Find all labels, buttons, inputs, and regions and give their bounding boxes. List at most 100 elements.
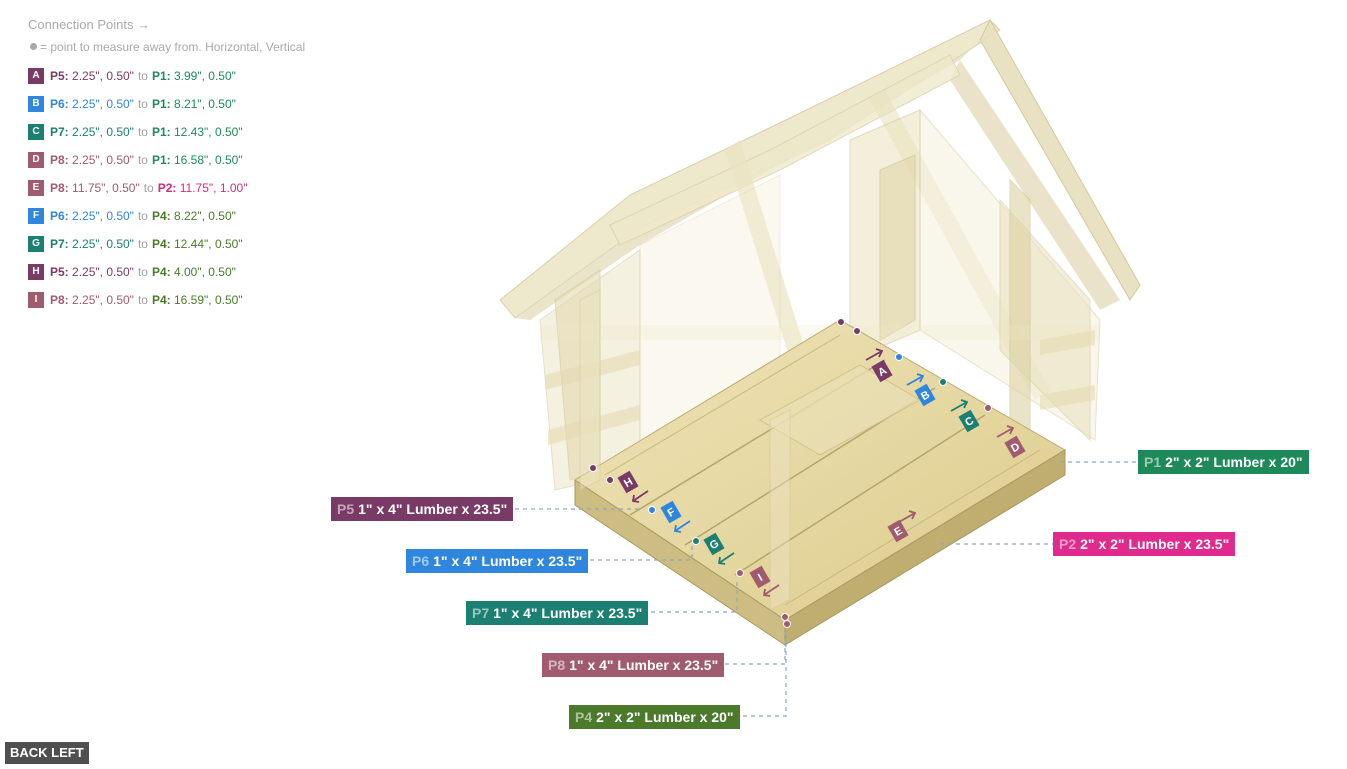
to-word: to [137,209,148,223]
from-part: P8: [50,293,69,307]
to-part: P2: [157,181,177,195]
connection-letter-badge: B [28,96,44,112]
connection-points-note: = point to measure away from. Horizontal… [30,40,305,54]
part-id: P2 [1059,536,1077,552]
connection-letter-badge: E [28,180,44,196]
to-part: P4: [151,209,171,223]
point-dot-icon [30,43,37,50]
part-id: P7 [472,605,490,621]
to-word: to [137,153,148,167]
tag-e: E [887,519,909,543]
to-word: to [137,69,148,83]
to-part: P1: [151,153,171,167]
part-id: P4 [575,709,593,725]
to-part: P1: [151,125,171,139]
tag-i: I [749,565,771,589]
connection-points-title: Connection Points → [28,17,151,32]
to-part: P4: [151,293,171,307]
connection-letter-badge: D [28,152,44,168]
measure-arrows [631,348,1015,597]
part-desc: 1" x 4" Lumber x 23.5" [569,657,719,673]
to-part: P4: [151,265,171,279]
to-value: 4.00", 0.50" [173,265,236,279]
from-value: 11.75", 0.50" [72,181,140,195]
from-part: P7: [50,237,69,251]
from-value: 2.25", 0.50" [72,97,134,111]
part-desc: 2" x 2" Lumber x 23.5" [1080,536,1230,552]
from-part: P8: [50,153,69,167]
tag-b: B [914,383,936,407]
tag-f: F [660,500,682,524]
connection-letter-badge: I [28,292,44,308]
walls [539,108,1101,491]
from-value: 2.25", 0.50" [72,209,134,223]
to-part: P1: [151,97,171,111]
to-part: P1: [151,69,171,83]
part-desc: 2" x 2" Lumber x 20" [1165,454,1303,470]
to-value: 3.99", 0.50" [173,69,236,83]
from-value: 2.25", 0.50" [72,153,134,167]
from-value: 2.25", 0.50" [72,237,134,251]
to-word: to [137,237,148,251]
part-desc: 1" x 4" Lumber x 23.5" [358,501,508,517]
connection-points [589,318,992,628]
tag-g: G [703,532,725,556]
connection-letter-badge: H [28,264,44,280]
to-value: 8.21", 0.50" [173,97,236,111]
from-value: 2.25", 0.50" [72,293,134,307]
to-value: 12.44", 0.50" [173,237,243,251]
part-id: P5 [337,501,355,517]
from-part: P8: [50,181,69,195]
to-value: 11.75", 1.00" [179,181,248,195]
from-part: P6: [50,97,69,111]
to-value: 16.58", 0.50" [173,153,243,167]
floor-platform [574,319,1066,646]
to-word: to [137,293,148,307]
part-id: P6 [412,553,430,569]
tag-a: A [871,359,893,383]
tag-d: D [1004,435,1026,459]
connection-letter-badge: C [28,124,44,140]
to-value: 8.22", 0.50" [173,209,236,223]
part-id: P8 [548,657,566,673]
part-id: P1 [1144,454,1162,470]
from-value: 2.25", 0.50" [72,265,134,279]
connection-letter-badge: G [28,236,44,252]
from-part: P5: [50,265,69,279]
from-value: 2.25", 0.50" [72,69,134,83]
connection-letter-badge: F [28,208,44,224]
to-part: P4: [151,237,171,251]
from-part: P6: [50,209,69,223]
tag-c: C [958,409,980,433]
part-desc: 1" x 4" Lumber x 23.5" [433,553,583,569]
to-word: to [137,97,148,111]
to-word: to [137,265,148,279]
from-part: P7: [50,125,69,139]
view-back-left-button[interactable]: BACK LEFT [5,742,89,764]
to-value: 12.43", 0.50" [173,125,243,139]
to-value: 16.59", 0.50" [173,293,243,307]
